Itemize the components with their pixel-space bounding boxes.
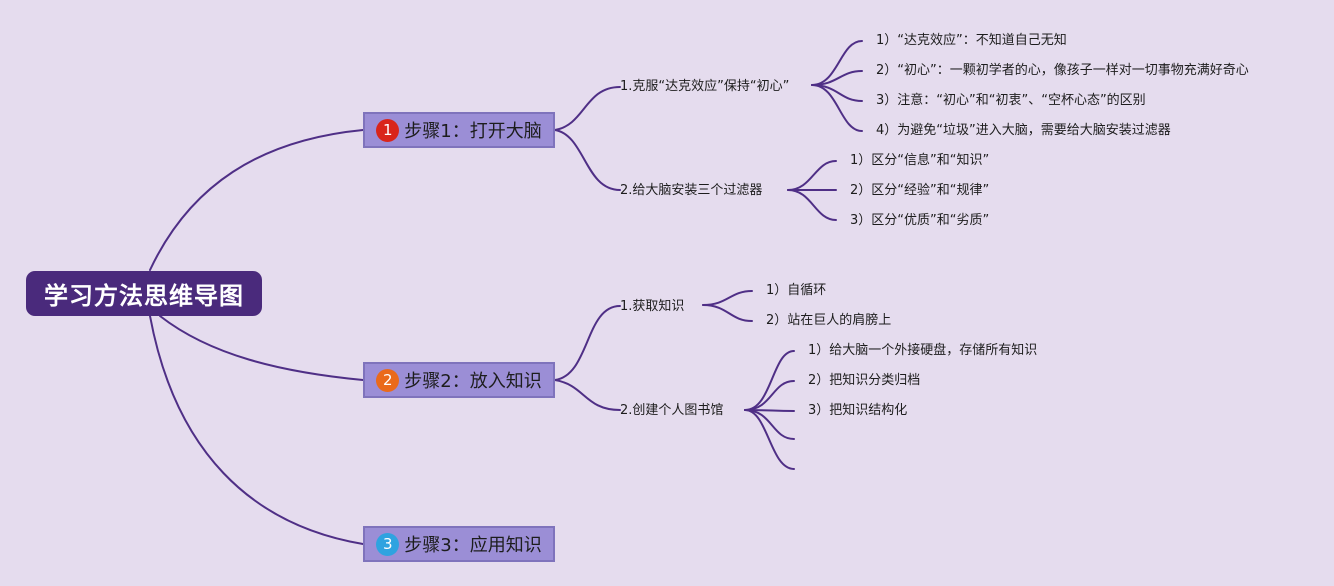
- step-1-label: 步骤1：打开大脑: [404, 121, 542, 142]
- edge-b11-i4: [811, 84, 863, 132]
- leaf-node-2-2-3[interactable]: 3）把知识结构化: [808, 403, 908, 418]
- leaf-node-1-2-2[interactable]: 2）区分“经验”和“规律”: [850, 183, 990, 198]
- edge-b22-i1: [744, 350, 795, 411]
- leaf-node-1-1-2[interactable]: 2）“初心”：一颗初学者的心，像孩子一样对一切事物充满好奇心: [876, 63, 1249, 78]
- edge-b21-i2: [702, 304, 753, 322]
- leaf-node-2-2-1[interactable]: 1）给大脑一个外接硬盘，存储所有知识: [808, 343, 1038, 358]
- branch-node-2-1[interactable]: 1.获取知识: [620, 299, 685, 314]
- branch-node-1-2[interactable]: 2.给大脑安装三个过滤器: [620, 183, 763, 198]
- leaf-node-1-1-1[interactable]: 1）“达克效应”：不知道自己无知: [876, 33, 1067, 48]
- edge-b22-i5: [744, 409, 795, 470]
- branch-node-1-1[interactable]: 1.克服“达克效应”保持“初心”: [620, 79, 790, 94]
- leaf-node-1-2-1[interactable]: 1）区分“信息”和“知识”: [850, 153, 990, 168]
- leaf-node-1-2-3[interactable]: 3）区分“优质”和“劣质”: [850, 213, 990, 228]
- edge-root-step1: [149, 129, 364, 271]
- leaf-node-2-1-2[interactable]: 2）站在巨人的肩膀上: [766, 313, 892, 328]
- branch-node-2-2[interactable]: 2.创建个人图书馆: [620, 403, 724, 418]
- step-node-2[interactable]: 2 步骤2：放入知识: [363, 362, 555, 398]
- leaf-node-2-2-2[interactable]: 2）把知识分类归档: [808, 373, 921, 388]
- edge-step1-branch2: [554, 129, 621, 191]
- step-node-3[interactable]: 3 步骤3：应用知识: [363, 526, 555, 562]
- leaf-node-1-1-4[interactable]: 4）为避免“垃圾”进入大脑，需要给大脑安装过滤器: [876, 123, 1171, 138]
- root-node[interactable]: 学习方法思维导图: [26, 271, 262, 316]
- leaf-node-1-1-3[interactable]: 3）注意：“初心”和“初衷”、“空杯心态”的区别: [876, 93, 1146, 108]
- step-3-number-badge: 3: [376, 532, 400, 556]
- step-node-1[interactable]: 1 步骤1：打开大脑: [363, 112, 555, 148]
- leaf-node-2-1-1[interactable]: 1）自循环: [766, 283, 827, 298]
- edge-step1-branch1: [554, 86, 621, 131]
- step-1-number-badge: 1: [376, 118, 400, 142]
- edge-step2-branch2: [554, 379, 621, 411]
- edge-root-step3: [149, 315, 364, 545]
- edge-step2-branch1: [554, 305, 621, 381]
- edge-root-step2: [159, 315, 364, 381]
- edge-b12-i1: [787, 160, 837, 191]
- step-2-label: 步骤2：放入知识: [404, 371, 542, 392]
- edge-b22-i4: [744, 409, 795, 440]
- edge-b12-i3: [787, 189, 837, 221]
- step-2-number-badge: 2: [376, 368, 400, 392]
- step-3-label: 步骤3：应用知识: [404, 535, 542, 556]
- edge-b21-i1: [702, 290, 753, 306]
